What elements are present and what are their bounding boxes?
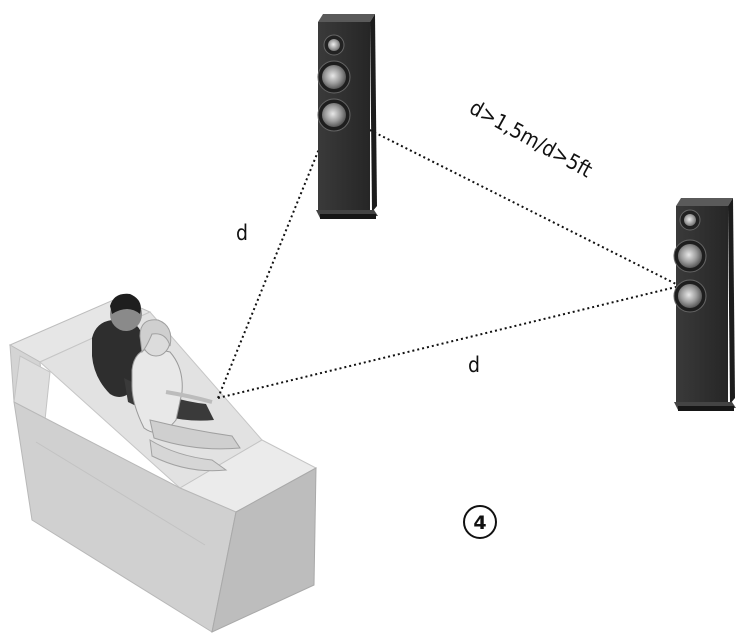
distance-label-bottom: d: [468, 353, 480, 377]
speaker-left: [316, 14, 378, 219]
step-number-badge: 4: [463, 505, 497, 539]
distance-label-speakers: d>1,5m/d>5ft: [466, 95, 597, 182]
distance-lines: [217, 111, 681, 399]
speaker-right: [673, 198, 736, 411]
step-number: 4: [473, 512, 486, 534]
distance-label-left: d: [236, 221, 248, 245]
seated-couple: [92, 293, 241, 472]
